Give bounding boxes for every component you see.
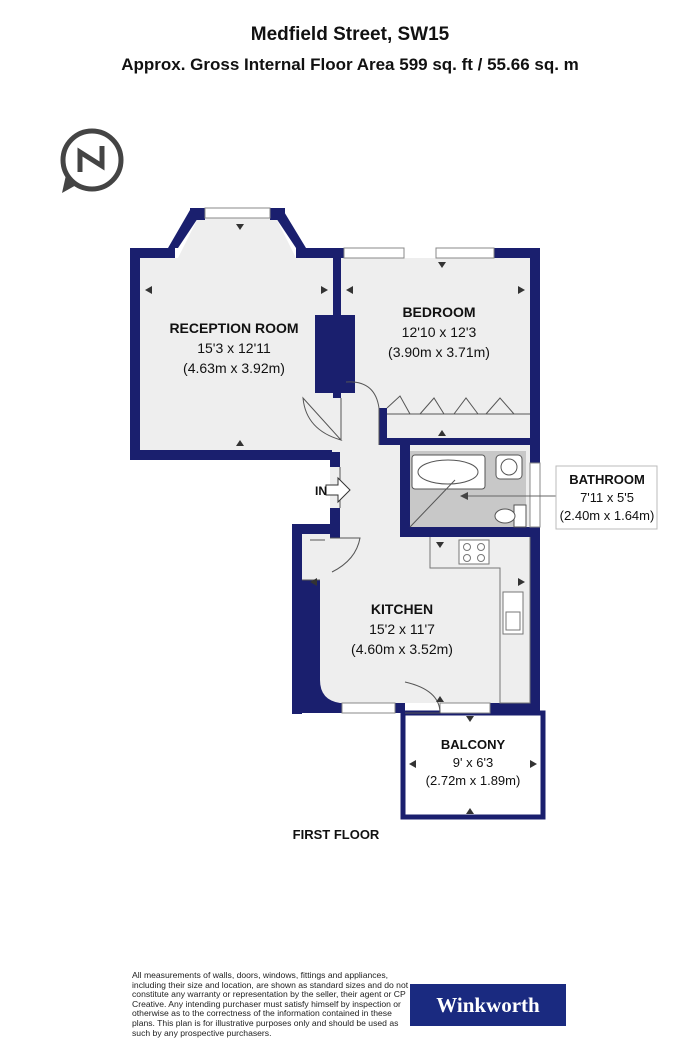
disclaimer-text: All measurements of walls, doors, window… xyxy=(132,970,409,1038)
kitchen-fittings xyxy=(429,537,531,704)
svg-text:15'2 x 11'7: 15'2 x 11'7 xyxy=(369,621,435,637)
svg-text:RECEPTION ROOM: RECEPTION ROOM xyxy=(169,320,298,336)
svg-text:(2.72m x 1.89m): (2.72m x 1.89m) xyxy=(426,773,521,788)
room-label-bathroom: BATHROOM 7'11 x 5'5 (2.40m x 1.64m) xyxy=(560,472,655,523)
page-title: Medfield Street, SW15 xyxy=(250,24,450,45)
svg-text:15'3 x 12'11: 15'3 x 12'11 xyxy=(197,340,271,356)
svg-text:BALCONY: BALCONY xyxy=(441,737,506,752)
room-label-kitchen: KITCHEN 15'2 x 11'7 (4.60m x 3.52m) xyxy=(351,601,453,657)
room-label-bedroom: BEDROOM 12'10 x 12'3 (3.90m x 3.71m) xyxy=(388,304,490,360)
svg-text:12'10 x 12'3: 12'10 x 12'3 xyxy=(402,324,477,340)
windows xyxy=(204,207,541,714)
wardrobe xyxy=(386,395,530,415)
walls xyxy=(130,208,540,714)
entrance-arrow-icon xyxy=(325,476,351,504)
floor-area-subtitle: Approx. Gross Internal Floor Area 599 sq… xyxy=(121,55,579,74)
svg-text:KITCHEN: KITCHEN xyxy=(371,601,433,617)
svg-text:(4.63m x 3.92m): (4.63m x 3.92m) xyxy=(183,360,285,376)
north-compass-icon xyxy=(60,128,124,193)
svg-text:BATHROOM: BATHROOM xyxy=(569,472,645,487)
bathroom-label-box xyxy=(460,465,658,530)
dimension-markers xyxy=(145,224,537,814)
winkworth-logo: Winkworth xyxy=(410,984,566,1026)
svg-text:(3.90m x 3.71m): (3.90m x 3.71m) xyxy=(388,344,490,360)
svg-text:BEDROOM: BEDROOM xyxy=(402,304,475,320)
room-label-reception: RECEPTION ROOM 15'3 x 12'11 (4.63m x 3.9… xyxy=(169,320,298,376)
svg-text:7'11 x 5'5: 7'11 x 5'5 xyxy=(580,490,634,505)
svg-text:(4.60m x 3.52m): (4.60m x 3.52m) xyxy=(351,641,453,657)
bathroom-fittings xyxy=(409,454,527,528)
entry-label: IN xyxy=(315,484,327,498)
room-label-balcony: BALCONY 9' x 6'3 (2.72m x 1.89m) xyxy=(426,737,521,788)
svg-text:9' x 6'3: 9' x 6'3 xyxy=(453,755,493,770)
svg-text:(2.40m x 1.64m): (2.40m x 1.64m) xyxy=(560,508,655,523)
floor-label: FIRST FLOOR xyxy=(293,827,380,842)
